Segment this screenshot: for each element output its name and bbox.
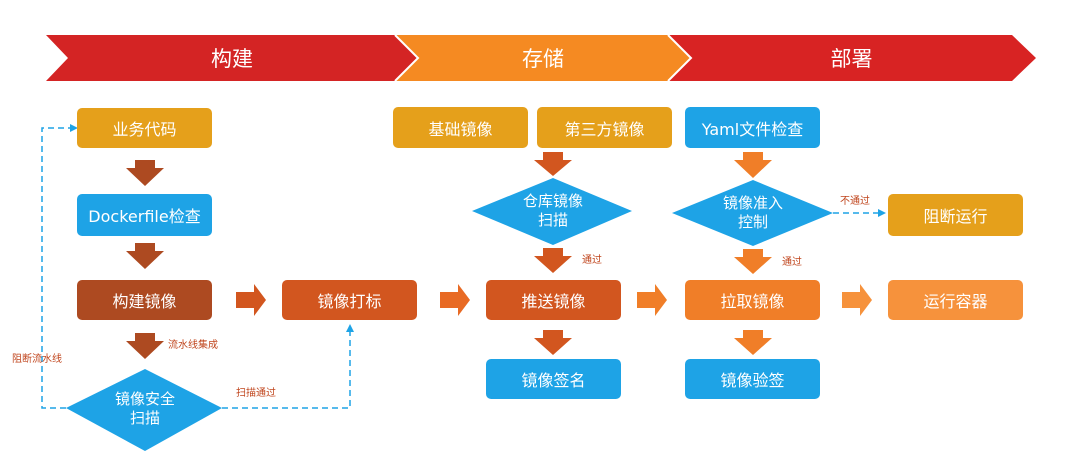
repo-scan-text: 仓库镜像 扫描 (500, 192, 606, 230)
down-arrow (734, 152, 772, 178)
right-arrow (637, 284, 667, 316)
right-arrow (842, 284, 872, 316)
admission-control-line2: 控制 (737, 213, 768, 231)
right-arrow (440, 284, 470, 316)
admission-control-text: 镜像准入 控制 (700, 194, 806, 232)
image-tagging-node: 镜像打标 (282, 280, 417, 320)
down-arrows-storage (534, 152, 572, 355)
down-arrows-deploy (734, 152, 772, 355)
business-code-node: 业务代码 (77, 108, 212, 148)
admission-control-line1: 镜像准入 (722, 194, 783, 212)
build-image-node: 构建镜像 (77, 280, 212, 320)
down-arrow (534, 248, 572, 273)
down-arrow (534, 152, 572, 176)
repo-scan-diamond (472, 178, 632, 245)
repo-scan-passed-label: 通过 (582, 255, 602, 266)
scan-passed-line (222, 324, 354, 409)
dockerfile-check-node: Dockerfile检查 (77, 194, 212, 236)
down-arrow (734, 330, 772, 355)
down-arrow (126, 160, 164, 186)
third-party-image-node: 第三方镜像 (537, 107, 672, 148)
down-arrow (126, 333, 164, 359)
repo-scan-line2: 扫描 (537, 211, 568, 229)
verify-signature-node: 镜像验签 (685, 359, 820, 399)
block-pipeline-line (41, 124, 78, 409)
storage-stage-label: 存储 (522, 47, 564, 71)
security-scan-line1: 镜像安全 (114, 390, 175, 408)
storage-stage-band (395, 35, 691, 81)
deploy-stage-band (668, 35, 1036, 81)
band-separator-1 (394, 34, 420, 82)
admission-passed-label: 通过 (782, 257, 802, 268)
pipeline-integration-label: 流水线集成 (168, 340, 218, 351)
admission-control-diamond (672, 180, 833, 246)
repo-scan-line1: 仓库镜像 (522, 192, 583, 210)
push-image-node: 推送镜像 (486, 280, 621, 320)
scan-passed-label: 扫描通过 (236, 388, 276, 399)
run-container-node: 运行容器 (888, 280, 1023, 320)
security-scan-line2: 扫描 (129, 409, 160, 427)
security-scan-text: 镜像安全 扫描 (86, 390, 204, 427)
build-stage-band (46, 35, 418, 81)
down-arrow (534, 330, 572, 355)
down-arrow (126, 243, 164, 269)
not-passed-label: 不通过 (840, 196, 870, 207)
right-arrow (236, 284, 266, 316)
yaml-check-node: Yaml文件检查 (685, 107, 820, 148)
image-signing-node: 镜像签名 (486, 359, 621, 399)
security-scan-diamond (66, 369, 222, 451)
base-image-node: 基础镜像 (393, 107, 528, 148)
down-arrows-build (126, 160, 164, 359)
pull-image-node: 拉取镜像 (685, 280, 820, 320)
build-stage-label: 构建 (211, 47, 253, 71)
band-separator-2 (667, 34, 693, 82)
block-run-node: 阻断运行 (888, 194, 1023, 236)
deploy-stage-label: 部署 (830, 47, 873, 71)
block-pipeline-label: 阻断流水线 (12, 354, 62, 365)
down-arrow (734, 249, 772, 274)
